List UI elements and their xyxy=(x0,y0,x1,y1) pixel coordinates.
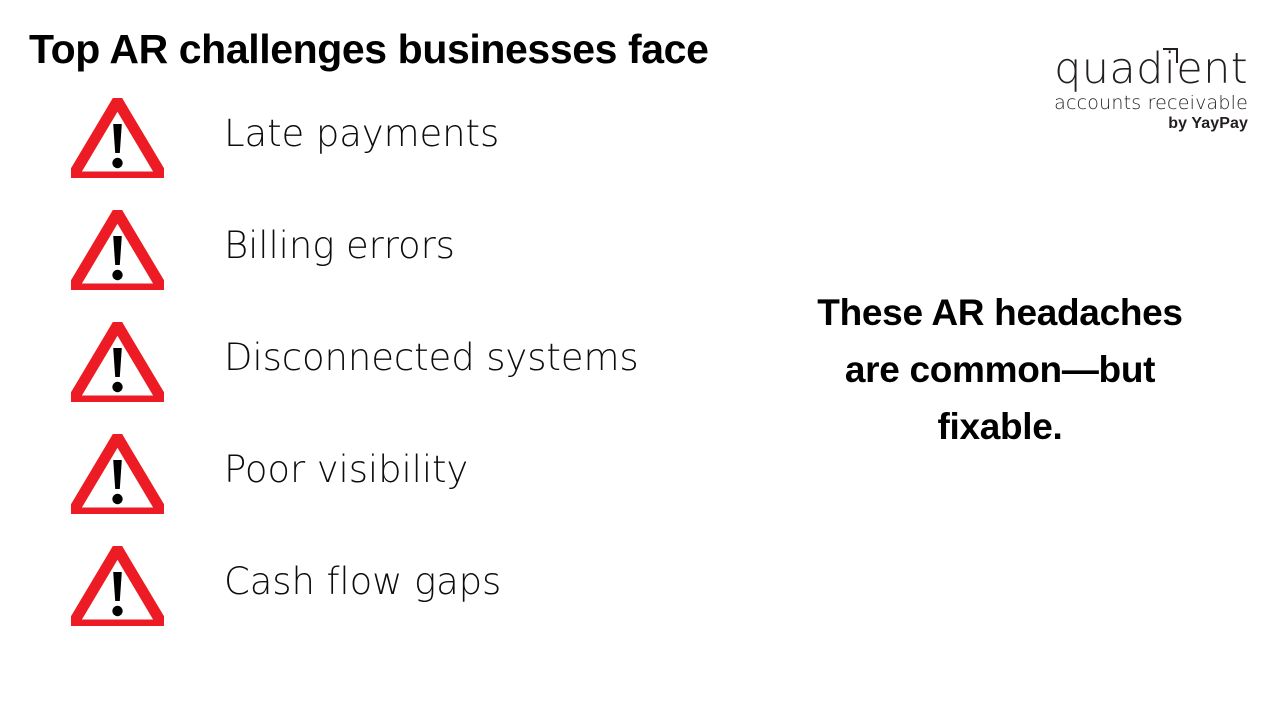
list-item-label: Billing errors xyxy=(224,224,455,267)
warning-triangle-icon xyxy=(71,210,164,290)
list-item: Billing errors xyxy=(0,208,740,320)
logo-wordmark-text: quadient xyxy=(1054,44,1248,94)
challenge-list: Late payments Billing errors Disconn xyxy=(0,96,740,656)
list-item: Poor visibility xyxy=(0,432,740,544)
logo-wordmark: quadient xyxy=(1052,46,1248,92)
list-item-label: Late payments xyxy=(224,112,500,155)
callout-line-2: are common—but xyxy=(844,349,1156,390)
logo-tagline: accounts receivable xyxy=(1054,92,1248,114)
warning-triangle-icon xyxy=(71,546,164,626)
warning-triangle-icon xyxy=(71,434,164,514)
quadient-logo: quadient accounts receivable by YayPay xyxy=(1052,46,1248,134)
callout-line-1: These AR headaches xyxy=(817,292,1183,333)
corner-bracket-icon xyxy=(1163,48,1178,63)
list-item-label: Cash flow gaps xyxy=(224,560,502,603)
list-item: Cash flow gaps xyxy=(0,544,740,656)
list-item: Late payments xyxy=(0,96,740,208)
warning-triangle-icon xyxy=(71,98,164,178)
list-item-label: Poor visibility xyxy=(224,448,469,491)
list-item-label: Disconnected systems xyxy=(224,336,639,379)
callout-text: These AR headaches are common—but fixabl… xyxy=(745,284,1255,455)
callout-line-3: fixable. xyxy=(937,406,1063,447)
list-item: Disconnected systems xyxy=(0,320,740,432)
warning-triangle-icon xyxy=(71,322,164,402)
page-title: Top AR challenges businesses face xyxy=(29,26,709,72)
logo-byline: by YayPay xyxy=(1168,115,1248,132)
